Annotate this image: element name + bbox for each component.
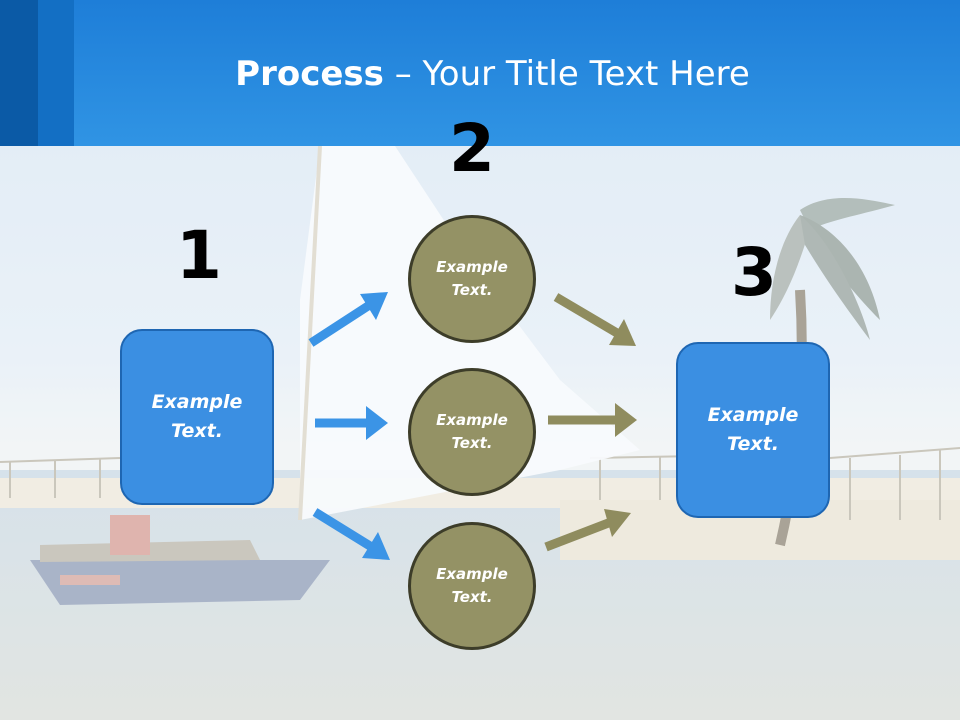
arrow-right-up-olive [544, 509, 631, 552]
step-2-circle-bottom: Example Text. [408, 522, 536, 650]
step-2-circle-top-label: Example Text. [436, 258, 508, 299]
arrow-right-down-blue [312, 508, 390, 560]
title-dash: – [383, 54, 423, 94]
step-1-box: Example Text. [120, 329, 274, 505]
arrow-right-blue [315, 406, 388, 440]
step-1-number: 1 [176, 217, 222, 294]
header-stripe-mid [38, 0, 74, 146]
step-2-circle-bottom-label: Example Text. [436, 565, 508, 606]
arrow-right-olive [548, 403, 637, 437]
step-2-circle-middle-label: Example Text. [436, 411, 508, 452]
step-2-circle-top: Example Text. [408, 215, 536, 343]
arrow-right-down-olive [553, 293, 636, 346]
arrow-right-up-blue [308, 292, 388, 347]
header-bar [0, 0, 960, 146]
step-2-number: 2 [449, 110, 495, 187]
step-3-number: 3 [731, 234, 777, 311]
title-bold: Process [235, 54, 384, 94]
step-1-label: Example Text. [151, 391, 243, 442]
header-stripe-dark [0, 0, 38, 146]
slide-title: Process – Your Title Text Here [0, 52, 960, 96]
step-3-box: Example Text. [676, 342, 830, 518]
step-3-label: Example Text. [707, 404, 799, 455]
step-2-circle-middle: Example Text. [408, 368, 536, 496]
title-rest: Your Title Text Here [422, 54, 750, 94]
